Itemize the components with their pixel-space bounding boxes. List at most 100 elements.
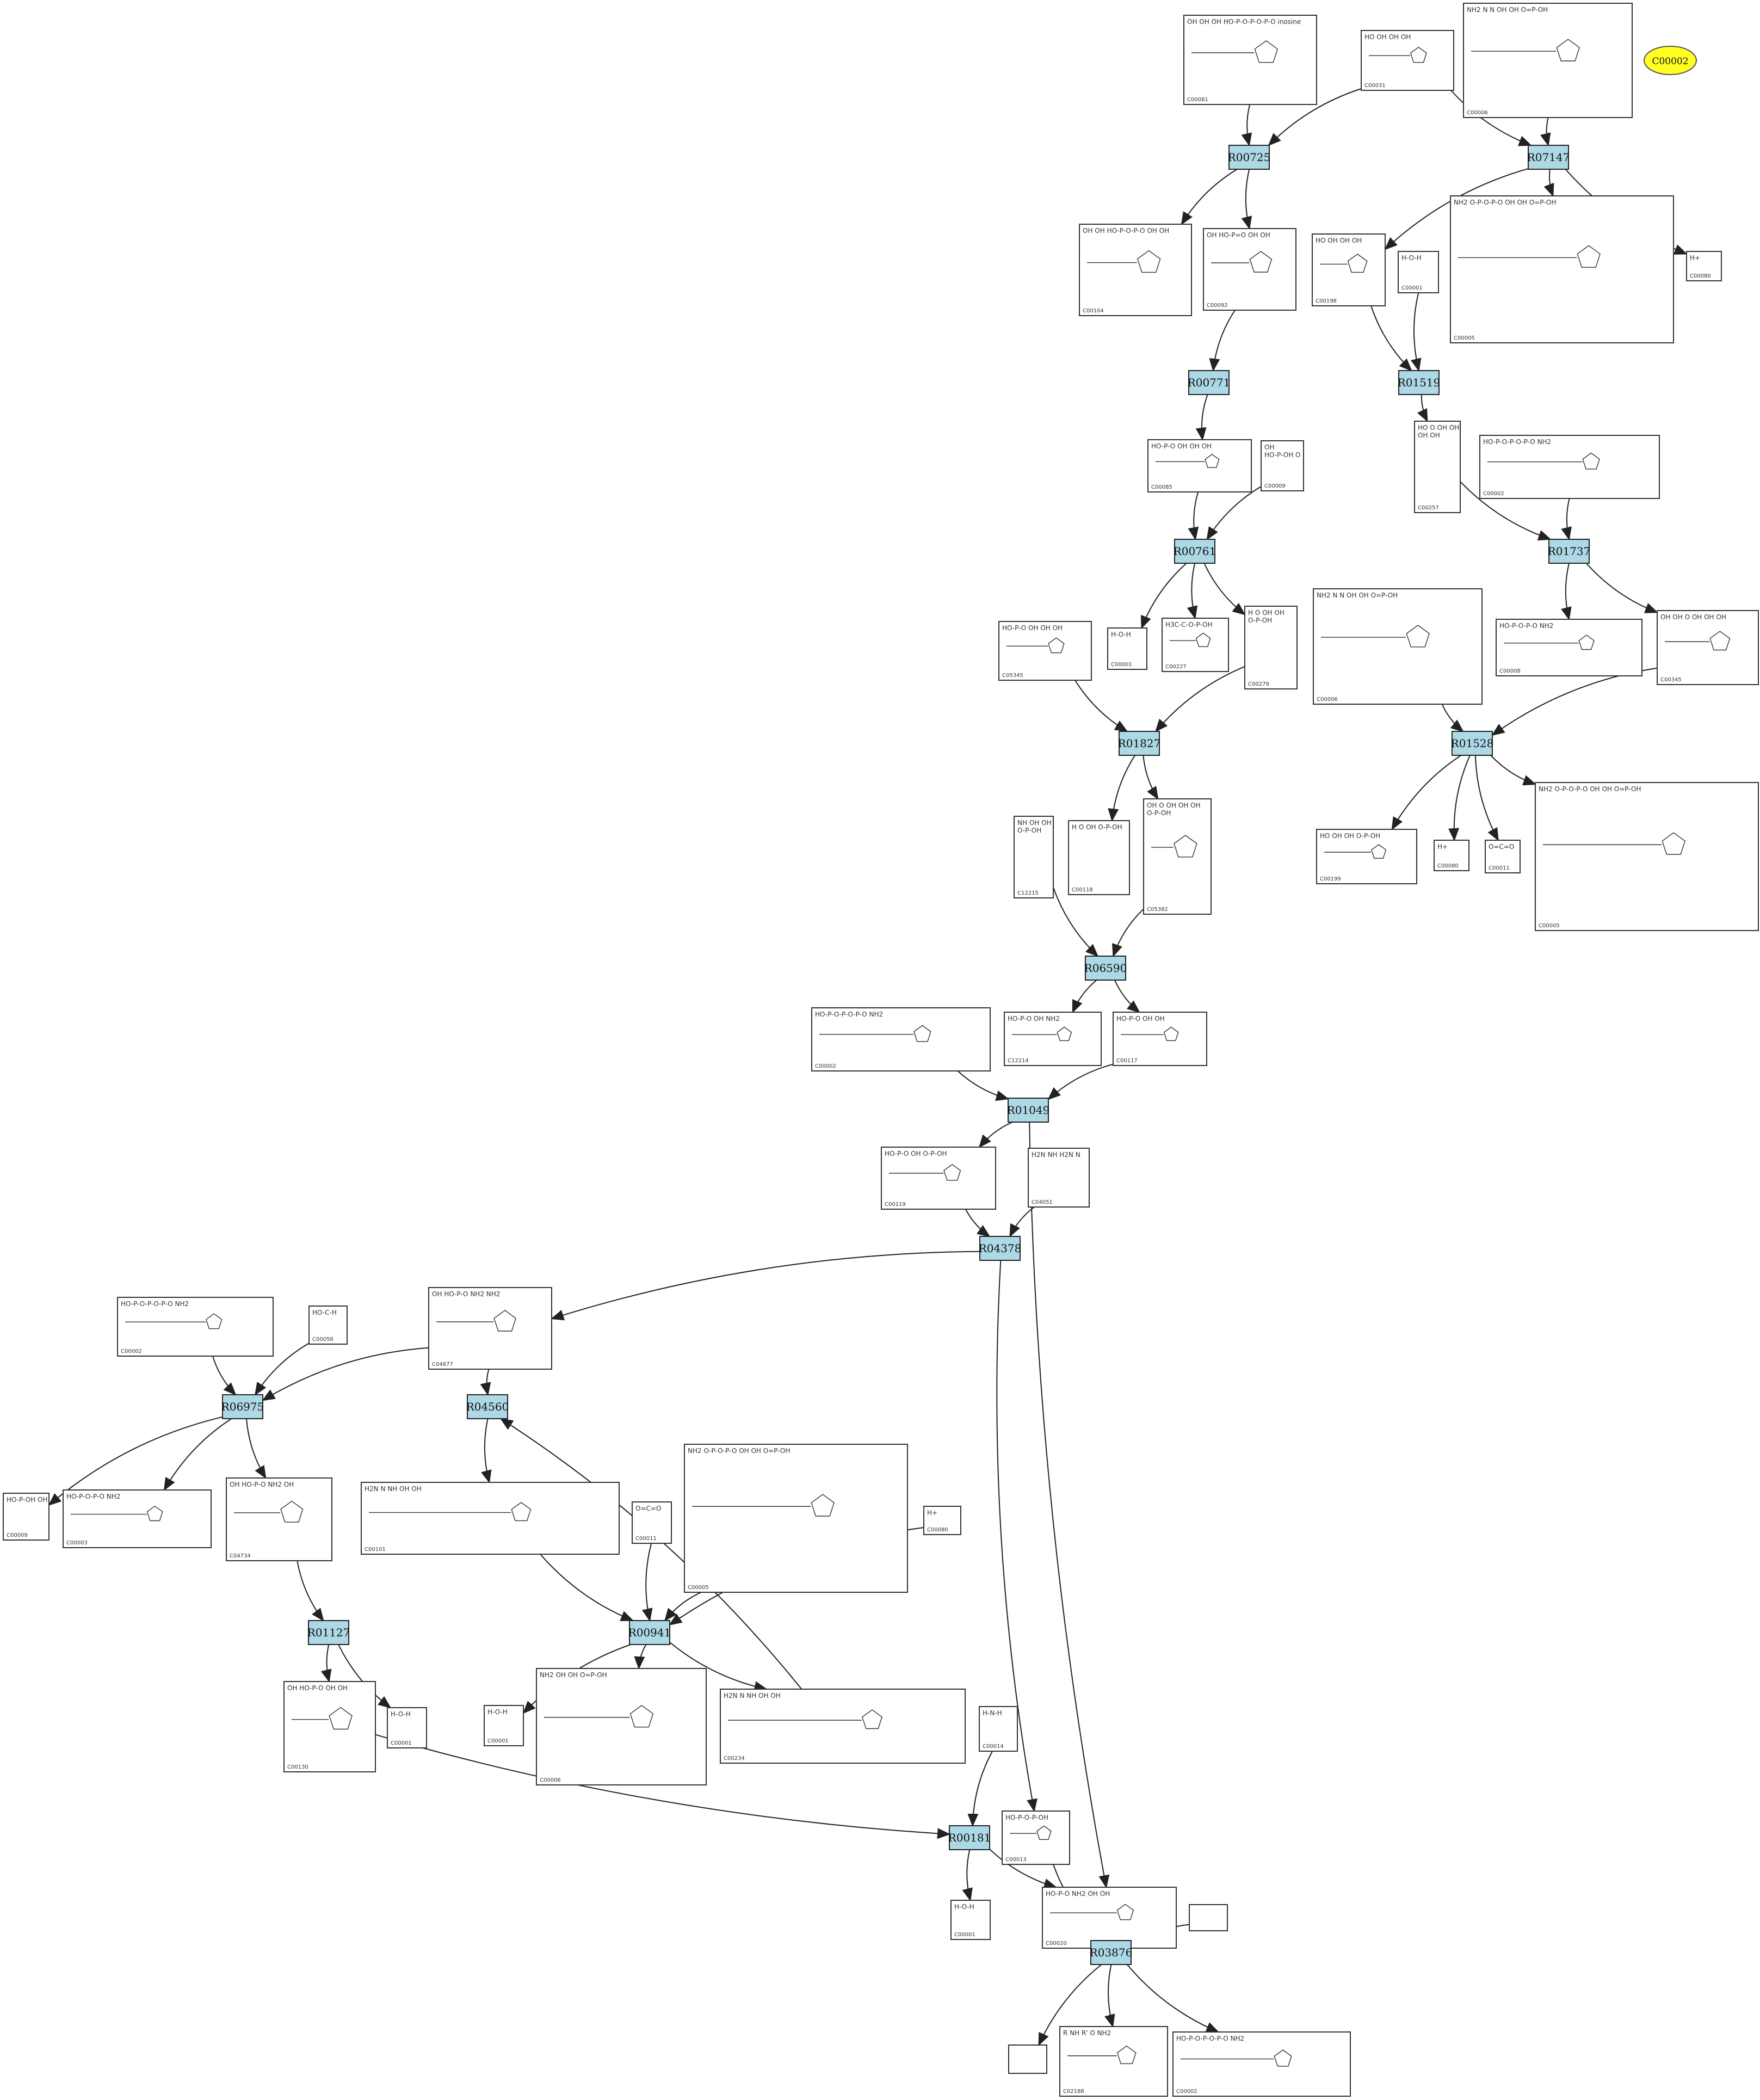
compound-box[interactable]: [226, 1477, 332, 1561]
reaction-node[interactable]: R01737: [1548, 539, 1591, 564]
compound-box[interactable]: [1361, 30, 1454, 91]
reaction-node[interactable]: R00941: [628, 1620, 671, 1645]
compound-box[interactable]: [1657, 610, 1759, 685]
reaction-box[interactable]: [1188, 370, 1230, 395]
compound-box[interactable]: [1244, 606, 1298, 689]
compound-box[interactable]: [1068, 820, 1130, 895]
compound-box[interactable]: [1172, 2031, 1351, 2097]
compound-box[interactable]: [998, 621, 1092, 681]
compound-box[interactable]: [1203, 228, 1296, 311]
compound-box[interactable]: [3, 1493, 50, 1541]
reaction-box[interactable]: [1008, 1098, 1049, 1123]
compound-box[interactable]: [1079, 224, 1192, 316]
reaction-box[interactable]: [467, 1394, 508, 1419]
compound-node[interactable]: [1189, 1904, 1228, 1931]
compound-box[interactable]: [923, 1506, 961, 1535]
reaction-box[interactable]: [1119, 731, 1160, 756]
reaction-box[interactable]: [629, 1620, 670, 1645]
compound-node[interactable]: H+C00080: [923, 1506, 961, 1535]
compound-box[interactable]: [1008, 2044, 1047, 2074]
compound-box[interactable]: [484, 1705, 524, 1746]
reaction-node[interactable]: R04560: [466, 1394, 509, 1419]
compound-box[interactable]: [1535, 782, 1759, 931]
compound-box[interactable]: [1014, 816, 1054, 898]
compound-node[interactable]: H+C00080: [1434, 840, 1469, 871]
compound-box[interactable]: [1496, 619, 1642, 676]
reaction-node[interactable]: R01519: [1398, 370, 1441, 395]
reaction-node[interactable]: R01127: [307, 1620, 350, 1645]
compound-box[interactable]: [1434, 840, 1469, 871]
compound-box[interactable]: [283, 1681, 376, 1772]
reaction-node[interactable]: R00761: [1174, 539, 1216, 564]
compound-box[interactable]: [428, 1287, 552, 1370]
compound-box[interactable]: [1398, 251, 1439, 293]
reaction-node[interactable]: R01827: [1118, 731, 1161, 756]
compound-box[interactable]: [979, 1706, 1018, 1752]
compound-box[interactable]: [1028, 1148, 1090, 1208]
compound-box[interactable]: [1479, 435, 1660, 499]
compound-box[interactable]: [63, 1489, 212, 1548]
compound-box[interactable]: [308, 1305, 348, 1345]
compound-box[interactable]: [1162, 618, 1229, 672]
compound-box[interactable]: [950, 1900, 991, 1940]
compound-box[interactable]: [1113, 1012, 1207, 1066]
reaction-node[interactable]: R07147: [1527, 145, 1570, 170]
reaction-node[interactable]: R06590: [1084, 956, 1127, 981]
reaction-node[interactable]: R00181: [948, 1825, 991, 1850]
compound-box[interactable]: [1147, 439, 1252, 492]
reaction-node[interactable]: R01049: [1007, 1098, 1050, 1123]
reaction-node[interactable]: R06975: [221, 1394, 264, 1419]
compound-box[interactable]: [1183, 15, 1317, 105]
reaction-box[interactable]: [979, 1236, 1021, 1261]
compound-box[interactable]: [881, 1147, 996, 1210]
compound-box[interactable]: [1143, 798, 1212, 915]
reaction-box[interactable]: [1398, 370, 1440, 395]
reaction-box[interactable]: [1528, 145, 1569, 170]
reaction-box[interactable]: [1090, 1940, 1132, 1965]
reaction-box[interactable]: [1228, 145, 1270, 170]
reaction-node[interactable]: R00725: [1228, 145, 1271, 170]
compound-box[interactable]: [1313, 588, 1483, 705]
compound-box[interactable]: [1189, 1904, 1228, 1931]
compound-box[interactable]: [1042, 1887, 1177, 1949]
compound-box[interactable]: [1463, 3, 1633, 118]
compound-box[interactable]: [536, 1668, 707, 1785]
compound-box[interactable]: [1686, 251, 1722, 281]
